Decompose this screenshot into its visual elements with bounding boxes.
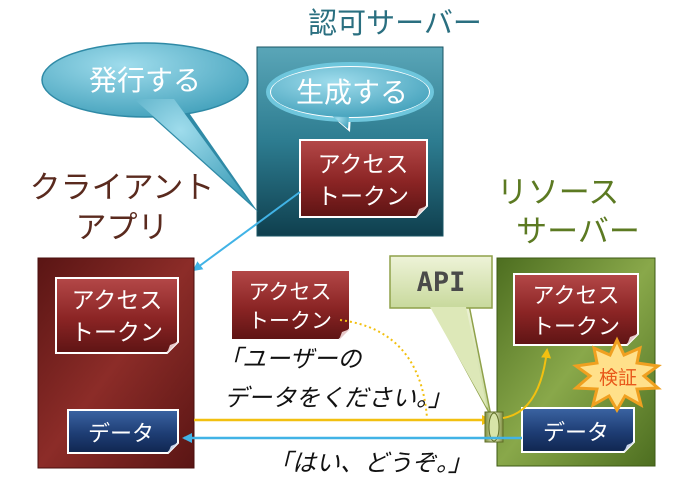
verify-arrow (502, 348, 552, 419)
response-message: 「はい、どうぞ。」 (268, 449, 472, 477)
request-message-line1: 「ユーザーの (218, 345, 364, 373)
issue-arrow (192, 191, 301, 272)
generate-callout: 生成する (266, 62, 434, 132)
api-callout: API (389, 255, 493, 417)
auth-server-title: 認可サーバー (308, 6, 482, 40)
resource-server-title-line2: サーバー (516, 214, 640, 250)
resource-server-title-line1: リソース (497, 175, 619, 211)
data-card-label: データ (88, 422, 154, 447)
issue-callout: 発行する (41, 42, 258, 212)
token-label-line1: アクセス (72, 288, 163, 314)
data-card-resource: データ (521, 407, 635, 453)
token-card-auth: アクセス トークン (299, 139, 428, 218)
token-label-line2: トークン (532, 315, 620, 340)
token-label-line1: アクセス (318, 152, 409, 178)
generate-callout-label: 生成する (296, 76, 408, 109)
token-label-line1: アクセス (249, 280, 332, 304)
data-card-label: データ (543, 421, 609, 446)
token-card-client: アクセス トークン (55, 277, 179, 354)
token-label-line1: アクセス (533, 284, 620, 309)
client-app-title-line1: クライアント (30, 170, 215, 206)
token-label-line2: トークン (317, 184, 409, 210)
token-label-line2: トークン (71, 320, 163, 346)
token-card-resource: アクセス トークン (513, 273, 639, 346)
request-message-line2: データをください。」 (224, 384, 452, 412)
token-label-line2: トークン (248, 309, 332, 333)
client-app-title-line2: アプリ (76, 210, 169, 246)
api-label: API (417, 267, 466, 298)
data-card-client: データ (67, 409, 179, 454)
verify-badge-label: 検証 (599, 367, 637, 389)
token-card-in-transit: アクセス トークン (230, 269, 351, 341)
issue-callout-label: 発行する (89, 64, 201, 97)
api-connector (484, 411, 504, 443)
verify-badge: 検証 (572, 336, 662, 414)
